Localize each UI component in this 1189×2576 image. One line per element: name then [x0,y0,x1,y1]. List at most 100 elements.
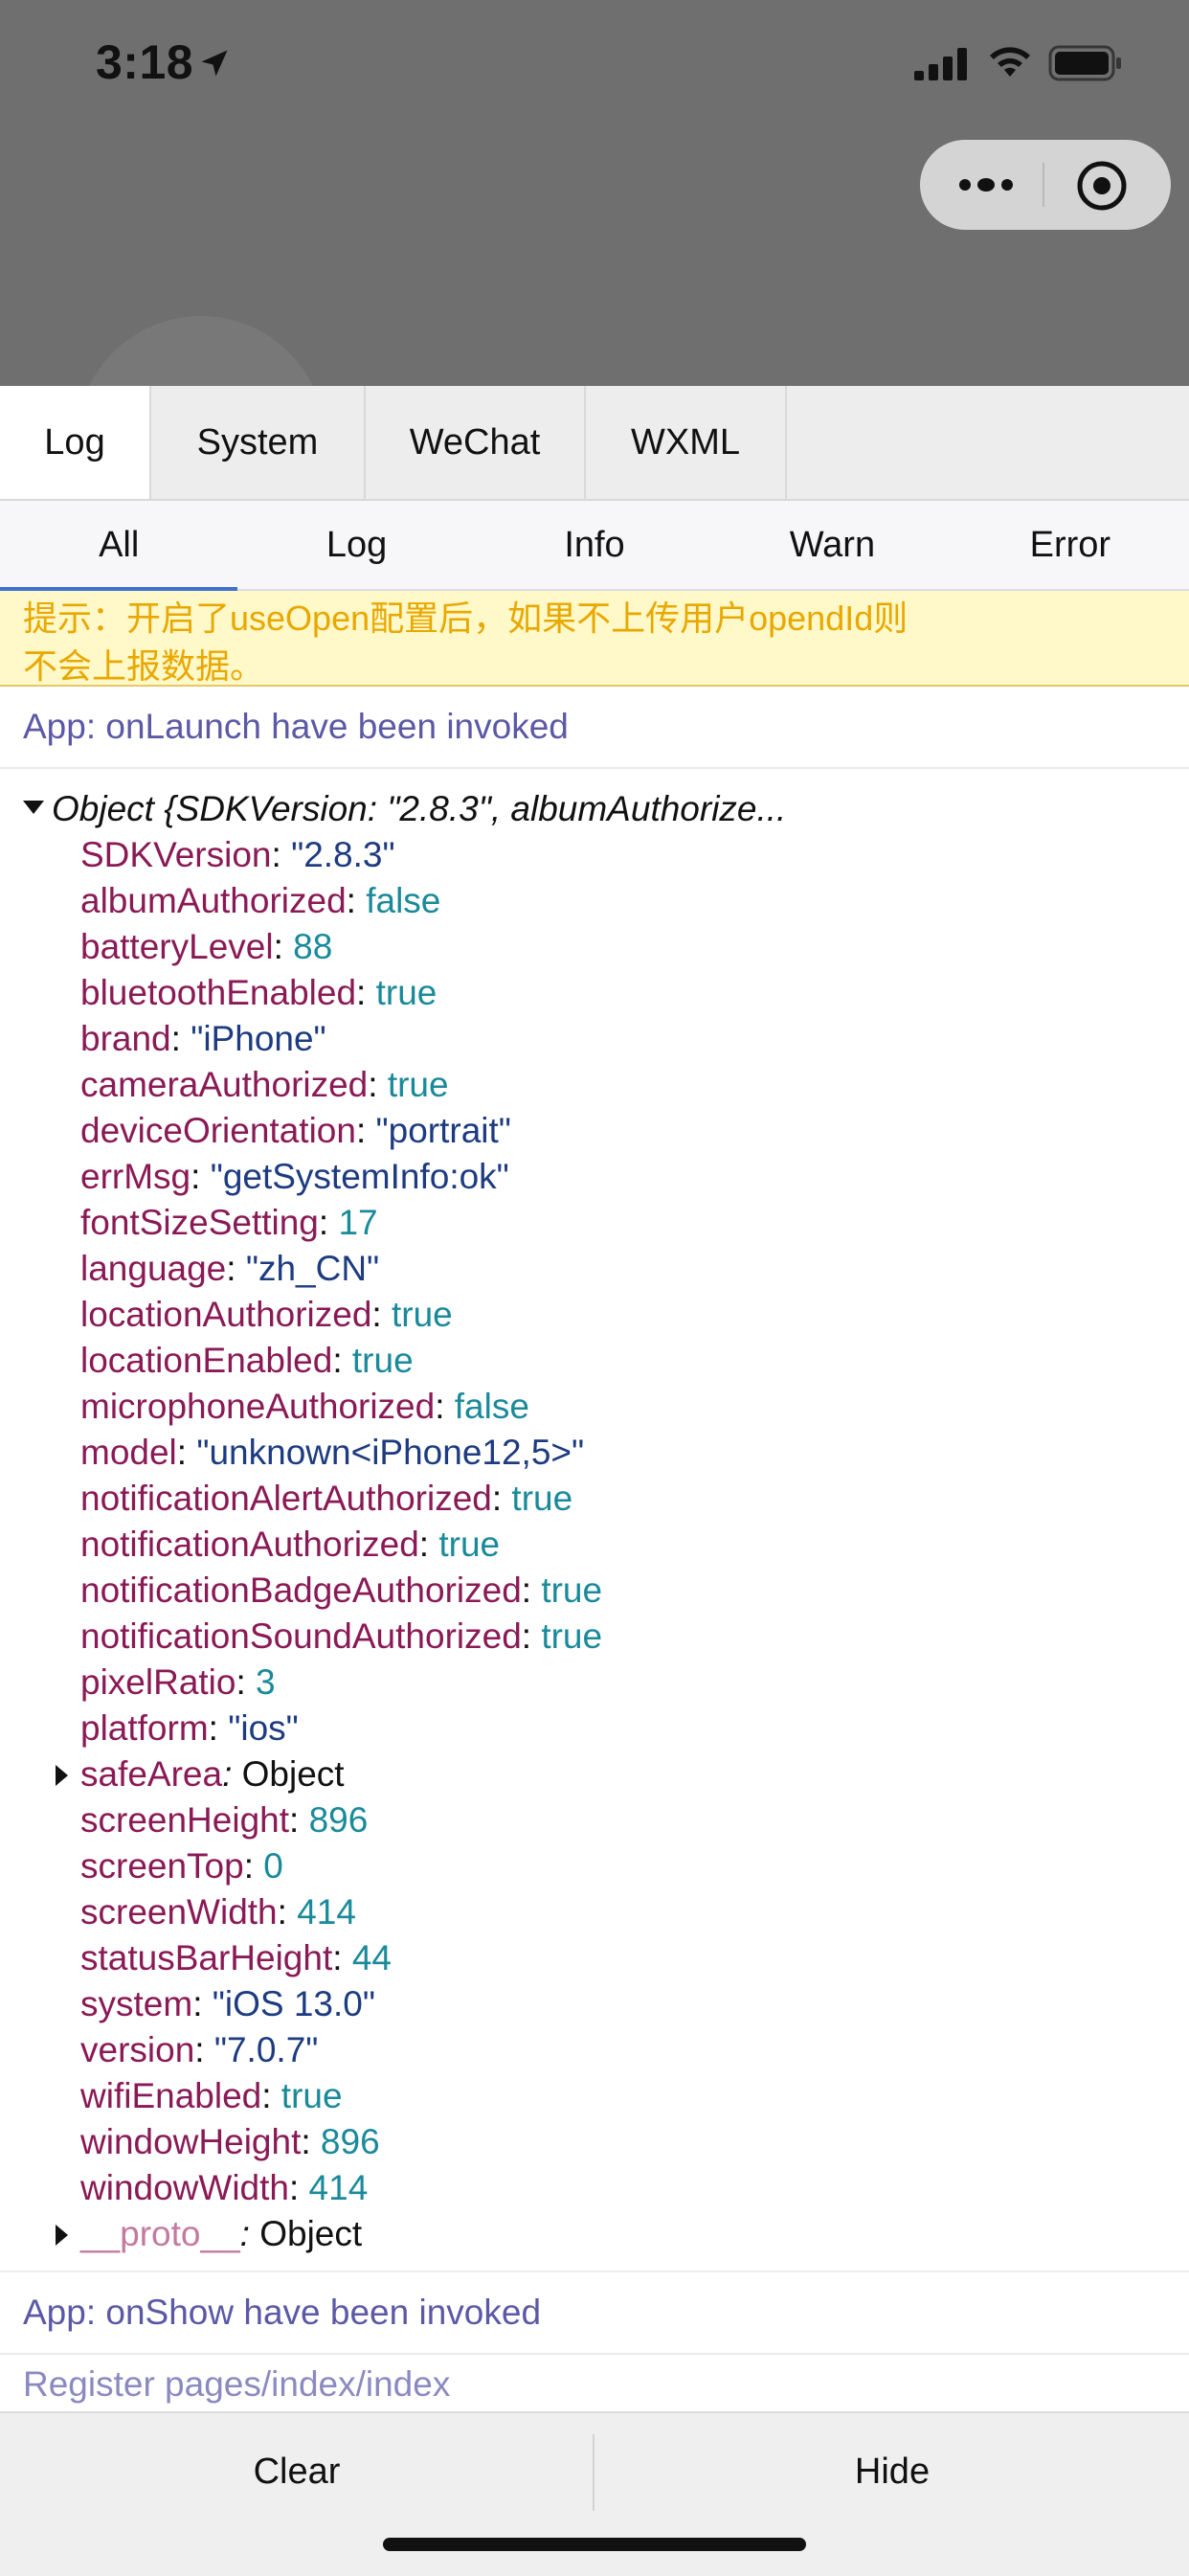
filter-error[interactable]: Error [1029,524,1111,565]
property-key: pixelRatio [80,1662,236,1702]
expand-triangle-icon[interactable] [56,1765,68,1786]
object-properties: SDKVersion: "2.8.3"albumAuthorized: fals… [0,832,1189,2257]
object-property-row: cameraAuthorized: true [0,1062,1189,1108]
property-key: windowHeight [80,2122,302,2161]
object-property-row: version: "7.0.7" [0,2027,1189,2073]
object-property-row[interactable]: safeArea: Object [0,1751,1189,1797]
log-filter-tabs: All Log Info Warn Error [0,501,1189,591]
property-value: Object [241,1754,345,1794]
tab-wechat[interactable]: WeChat [366,386,586,499]
property-colon: : [236,1662,257,1702]
property-value: true [511,1479,573,1518]
property-value: "iPhone" [191,1019,326,1058]
property-value: true [351,1341,414,1380]
property-value: 896 [308,1800,369,1840]
filter-log[interactable]: Log [325,524,388,565]
log-list[interactable]: 提示：开启了useOpen配置后，如果不上传用户opendId则 不会上报数据。… [0,591,1189,2410]
property-key: notificationAlertAuthorized [80,1479,492,1518]
property-value: true [375,973,437,1012]
object-property-row: fontSizeSetting: 17 [0,1200,1189,1246]
property-value: false [366,881,441,920]
object-property-row: notificationAuthorized: true [0,1522,1189,1568]
object-property-row: bluetoothEnabled: true [0,970,1189,1016]
property-key: cameraAuthorized [80,1065,369,1104]
property-colon: : [261,2076,281,2115]
object-property-row[interactable]: __proto__: Object [0,2211,1189,2257]
object-header[interactable]: Object {SDKVersion: "2.8.3", albumAuthor… [0,786,1189,832]
property-value: true [391,1295,453,1334]
property-key: statusBarHeight [80,1938,333,1977]
property-value: "getSystemInfo:ok" [210,1157,509,1196]
property-value: true [280,2076,343,2115]
property-value: 44 [351,1938,392,1977]
property-key: version [80,2030,195,2069]
property-colon: : [435,1387,455,1426]
collapse-triangle-icon[interactable] [23,801,44,815]
property-colon: : [521,1616,542,1656]
property-value: "portrait" [375,1111,511,1150]
filter-warn[interactable]: Warn [789,524,876,565]
toolbar-divider [593,2434,594,2511]
filter-all[interactable]: All [0,501,238,591]
object-property-row: screenHeight: 896 [0,1797,1189,1843]
object-summary: Object {SDKVersion: "2.8.3", albumAuthor… [52,789,787,828]
property-colon: : [222,1754,242,1794]
tab-log[interactable]: Log [0,386,151,499]
property-colon: : [301,2122,321,2161]
property-colon: : [239,2214,260,2253]
battery-icon [1048,45,1121,81]
property-key: notificationAuthorized [80,1525,419,1564]
object-property-row: albumAuthorized: false [0,878,1189,924]
cellular-signal-icon [914,48,967,80]
tab-system[interactable]: System [151,386,366,499]
property-key: SDKVersion [80,835,272,874]
property-key: errMsg [80,1157,191,1196]
warning-log-entry: 提示：开启了useOpen配置后，如果不上传用户opendId则 不会上报数据。 [0,591,1189,687]
property-colon: : [273,927,294,966]
host-app-background: 3:18 [0,0,1189,565]
object-property-row: microphoneAuthorized: false [0,1384,1189,1430]
object-property-row: wifiEnabled: true [0,2073,1189,2119]
bottom-toolbar: Clear Hide [0,2411,1189,2576]
property-colon: : [318,1203,339,1242]
property-key: notificationBadgeAuthorized [80,1570,522,1610]
property-key: wifiEnabled [80,2076,262,2115]
property-colon: : [356,973,376,1012]
property-key: windowWidth [80,2168,289,2207]
property-colon: : [170,1019,191,1058]
property-value: 3 [256,1662,276,1702]
hide-button[interactable]: Hide [854,2451,931,2492]
expand-triangle-icon[interactable] [56,2225,68,2246]
property-colon: : [271,835,292,874]
property-colon: : [288,2168,309,2207]
property-value: "unknown<iPhone12,5>" [196,1433,585,1472]
property-colon: : [521,1570,542,1610]
vconsole-panel: Log System WeChat WXML All Log Info Warn… [0,386,1189,2576]
tab-wxml[interactable]: WXML [586,386,787,499]
object-property-row: screenWidth: 414 [0,1889,1189,1935]
log-entry-onshow: App: onShow have been invoked [0,2272,1189,2355]
log-entry-register: Register pages/index/index [23,2364,451,2404]
property-value: true [438,1525,501,1564]
clear-button[interactable]: Clear [253,2451,341,2492]
filter-info[interactable]: Info [564,524,625,565]
close-miniprogram-icon[interactable] [1075,159,1129,213]
property-colon: : [191,1157,211,1196]
vconsole-tabs: Log System WeChat WXML [0,386,1189,501]
object-property-row: statusBarHeight: 44 [0,1935,1189,1981]
property-key: __proto__ [80,2214,240,2253]
property-key: screenHeight [80,1800,290,1840]
object-property-row: pixelRatio: 3 [0,1660,1189,1706]
property-colon: : [226,1249,246,1288]
object-property-row: deviceOrientation: "portrait" [0,1108,1189,1154]
property-value: "7.0.7" [213,2030,319,2069]
object-log-entry: Object {SDKVersion: "2.8.3", albumAuthor… [0,769,1189,2272]
log-entry-onlaunch: App: onLaunch have been invoked [0,687,1189,769]
property-value: false [454,1387,529,1426]
object-property-row: notificationAlertAuthorized: true [0,1476,1189,1522]
object-property-row: notificationBadgeAuthorized: true [0,1568,1189,1614]
property-key: safeArea [80,1754,223,1794]
object-property-row: SDKVersion: "2.8.3" [0,832,1189,878]
more-icon[interactable] [953,167,1020,203]
property-value: 414 [297,1892,356,1932]
